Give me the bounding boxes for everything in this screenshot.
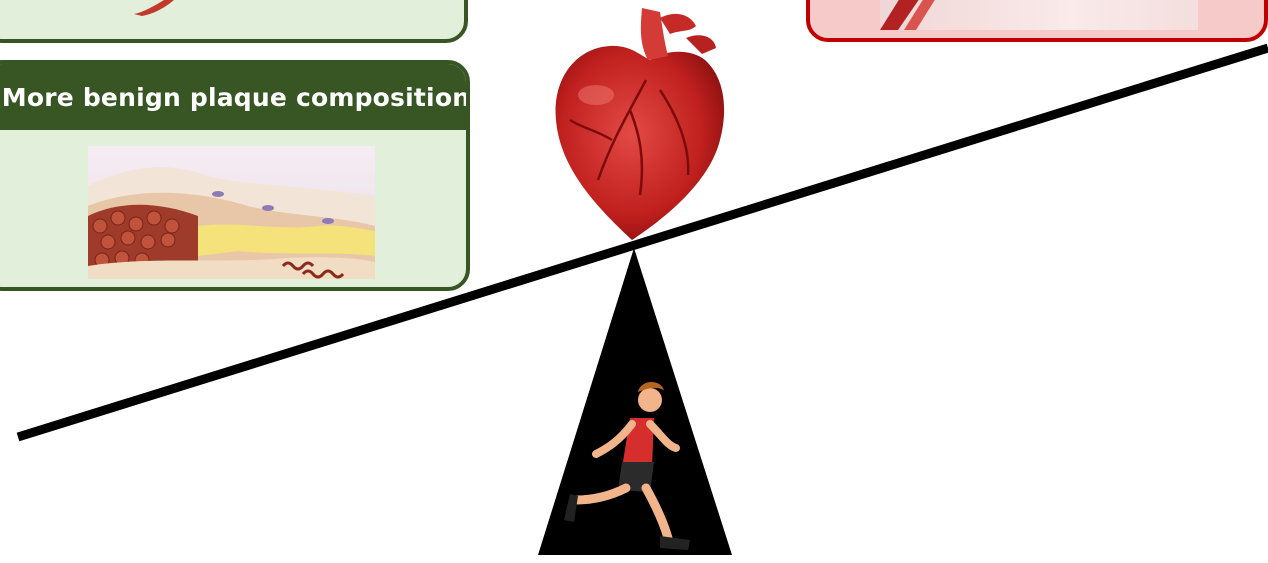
heart-icon	[556, 8, 725, 240]
